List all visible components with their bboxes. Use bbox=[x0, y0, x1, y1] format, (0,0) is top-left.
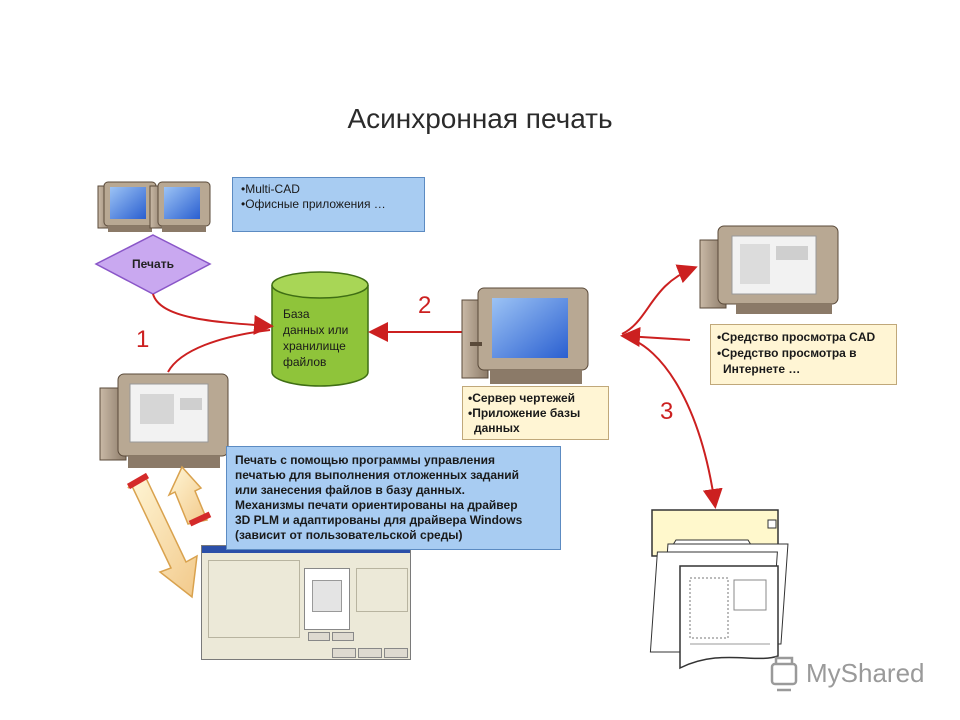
description-line: (зависит от пользовательской среды) bbox=[235, 528, 463, 542]
step-number-3: 3 bbox=[660, 398, 674, 425]
page-title: Асинхронная печать bbox=[347, 103, 613, 134]
description-note: Печать с помощью программы управления пе… bbox=[226, 446, 561, 550]
server-note-line: данных bbox=[474, 421, 520, 435]
database-label-line: хранилище bbox=[283, 339, 346, 353]
arrow-down-to-dialog bbox=[127, 476, 198, 599]
server-computer-icon bbox=[461, 287, 589, 384]
arrow-diamond-to-db bbox=[152, 293, 274, 335]
print-dialog-thumbnail bbox=[201, 545, 411, 660]
viewer-note: •Средство просмотра CAD •Средство просмо… bbox=[710, 324, 897, 385]
viewer-note-line: Интернете … bbox=[723, 362, 801, 376]
description-line: 3D PLM и адаптированы для драйвера Windo… bbox=[235, 513, 523, 527]
server-note: •Сервер чертежей •Приложение базы данных bbox=[462, 386, 609, 440]
database-label-line: База bbox=[283, 307, 310, 321]
step-number-2: 2 bbox=[418, 292, 432, 319]
printer-icon bbox=[649, 509, 789, 670]
server-note-line: •Приложение базы bbox=[468, 406, 581, 420]
database-cylinder bbox=[271, 271, 369, 387]
workstation-pair-icon bbox=[97, 181, 211, 232]
viewer-note-line: •Средство просмотра в bbox=[717, 346, 857, 360]
apps-note: •Multi-CAD •Офисные приложения … bbox=[232, 177, 425, 232]
database-label-line: данных или bbox=[283, 323, 349, 337]
step-number-1: 1 bbox=[136, 326, 150, 353]
description-line: печатью для выполнения отложенных задани… bbox=[235, 468, 520, 482]
viewer-computer-icon bbox=[699, 225, 839, 314]
myshared-logo-icon bbox=[770, 656, 798, 692]
description-line: или занесения файлов в базу данных. bbox=[235, 483, 465, 497]
server-note-line: •Сервер чертежей bbox=[468, 391, 576, 405]
apps-note-line: •Multi-CAD bbox=[241, 182, 300, 196]
description-line: Механизмы печати ориентированы на драйве… bbox=[235, 498, 518, 512]
arrow-server-to-viewer bbox=[621, 264, 698, 335]
watermark-text: MyShared bbox=[806, 658, 925, 688]
database-label: База данных или хранилище файлов bbox=[283, 306, 373, 370]
database-label-line: файлов bbox=[283, 355, 327, 369]
client-computer-icon bbox=[99, 373, 229, 468]
print-label: Печать bbox=[132, 257, 174, 271]
apps-note-line: •Офисные приложения … bbox=[241, 197, 386, 211]
viewer-note-line: •Средство просмотра CAD bbox=[717, 330, 876, 344]
arrow-client-to-db bbox=[167, 329, 271, 373]
description-line: Печать с помощью программы управления bbox=[235, 453, 495, 467]
